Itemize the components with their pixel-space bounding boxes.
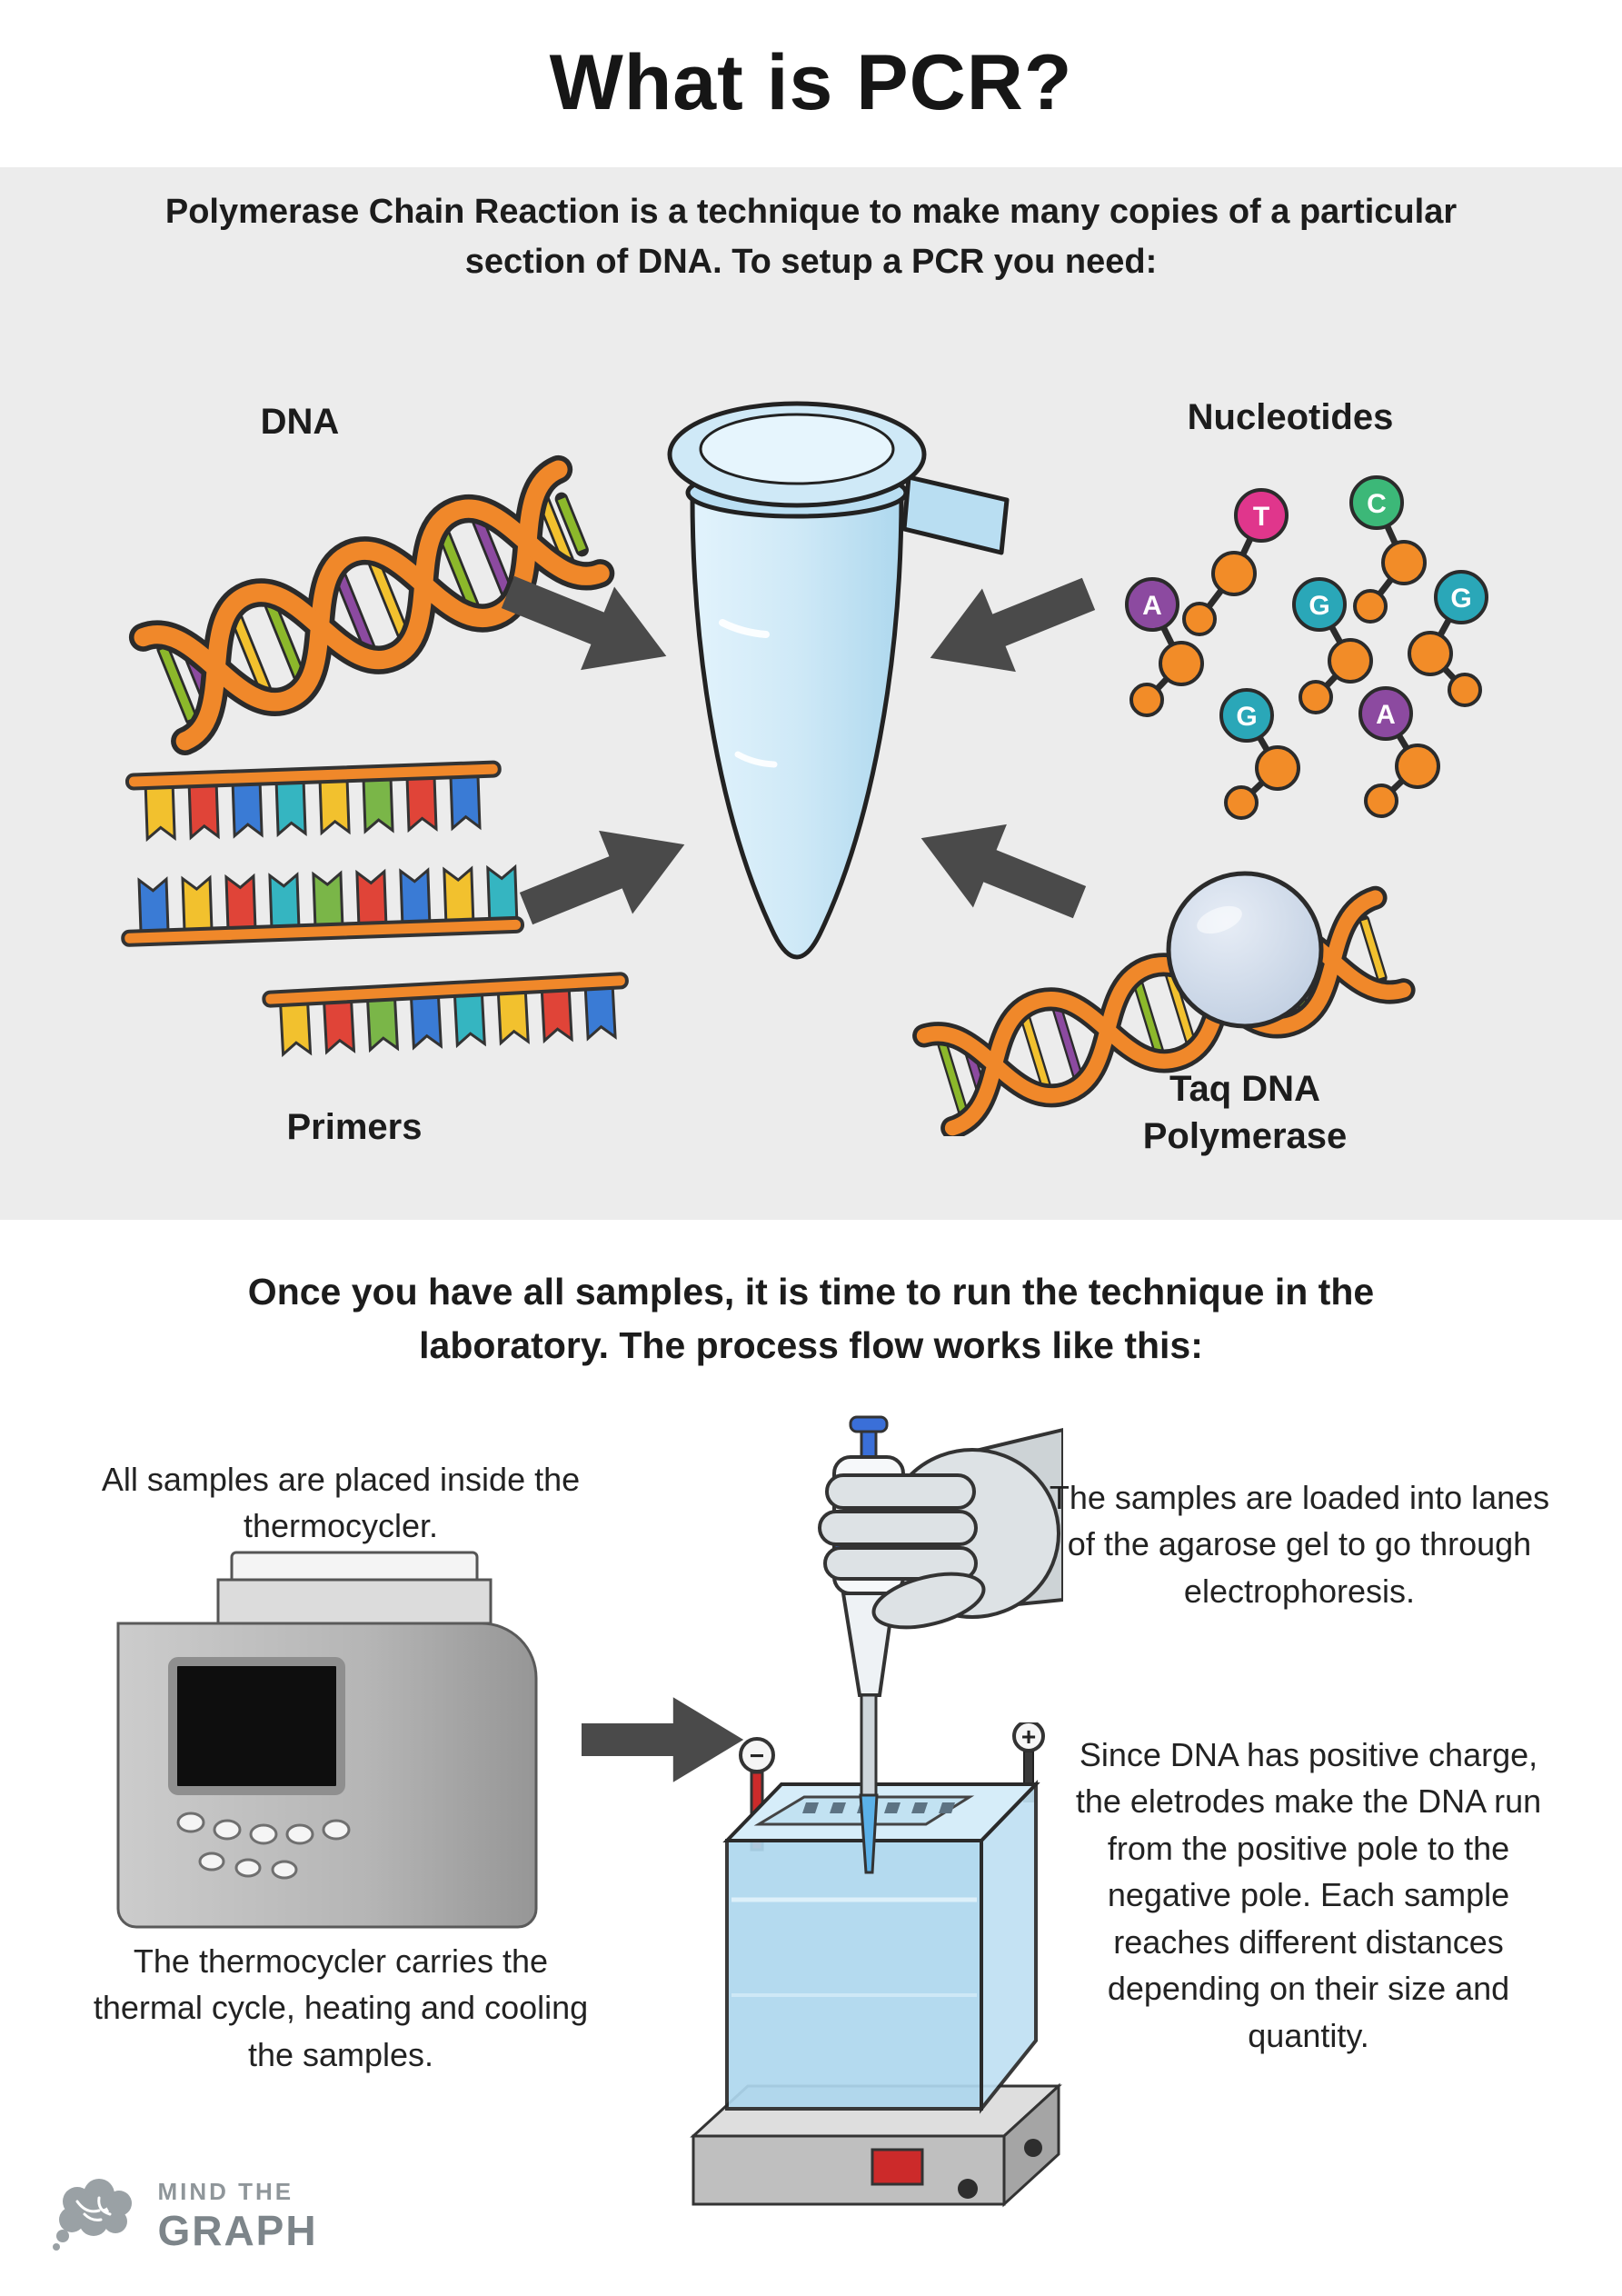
tank-base-front	[692, 2134, 1006, 2206]
process-intro-text: Once you have all samples, it is time to…	[247, 1271, 1375, 1367]
pipette-shaft	[860, 1693, 878, 1797]
nucleotide-letter: A	[1376, 700, 1396, 730]
nucleotide-molecule: A	[1358, 686, 1440, 818]
pipette-plunger	[849, 1415, 889, 1433]
microcentrifuge-tube-illustration	[667, 401, 1010, 960]
negative-sign: −	[750, 1742, 764, 1770]
taq-label-line2: Polymerase	[1142, 1116, 1348, 1156]
primer-strand	[124, 760, 502, 843]
flow-arrow-icon	[582, 1697, 744, 1782]
nucleotide-molecule: T	[1182, 488, 1289, 636]
brand-text-top: MIND THE	[157, 2177, 294, 2205]
nucleotide-letter: T	[1253, 502, 1269, 532]
gel-tank-illustration: − +	[690, 1722, 1062, 2208]
nucleotide-letter: G	[1309, 591, 1329, 621]
nucleotides-illustration: A T C G G G	[1125, 475, 1488, 820]
glove-thumb	[871, 1572, 986, 1630]
primers-label: Primers	[286, 1107, 423, 1147]
dna-helix-illustration	[128, 454, 615, 756]
nucleotide-letter: C	[1367, 489, 1387, 519]
negative-electrode-sign	[739, 1737, 775, 1773]
brand-logo: MIND THE GRAPH	[50, 2174, 318, 2258]
arrow-dna-to-tube-icon	[501, 575, 667, 671]
primers-illustration	[121, 760, 629, 1058]
step-gel-load-text: The samples are loaded into lanes of the…	[1049, 1479, 1550, 1610]
nucleotide-molecule: G	[1408, 570, 1488, 707]
step-thermocycler-load-text: All samples are placed inside the thermo…	[101, 1461, 581, 1545]
primer-strand	[262, 972, 629, 1058]
pipette-hand-illustration	[818, 1415, 1063, 1874]
nucleotide-letter: G	[1450, 584, 1471, 614]
thermocycler-lid-base	[216, 1578, 493, 1625]
thermocycler-illustration	[116, 1551, 538, 1929]
step-electrophoresis-text: Since DNA has positive charge, the eletr…	[1075, 1736, 1542, 2054]
arrow-primers-to-tube-icon	[519, 830, 685, 925]
power-button	[871, 2148, 924, 2186]
dna-label: DNA	[260, 402, 340, 442]
nucleotide-molecule: G	[1292, 577, 1373, 714]
step-thermocycler-cycle-text: The thermocycler carries the thermal cyc…	[93, 1942, 589, 2073]
taq-label-line1: Taq DNA	[1169, 1069, 1320, 1109]
page-title: What is PCR?	[549, 39, 1073, 126]
glove-fingers	[818, 1473, 986, 1630]
nucleotide-molecule: G	[1219, 688, 1300, 820]
arrow-nucleotides-to-tube-icon	[930, 577, 1096, 673]
taq-label: Taq DNA Polymerase	[1063, 1065, 1427, 1160]
nucleotide-letter: G	[1236, 702, 1257, 732]
brain-icon	[53, 2179, 132, 2251]
thermocycler-screen	[168, 1657, 345, 1795]
nucleotide-letter: A	[1142, 591, 1162, 621]
positive-electrode-sign	[1012, 1722, 1045, 1752]
positive-sign: +	[1021, 1722, 1036, 1751]
nucleotide-molecule: C	[1349, 475, 1427, 624]
primer-strand	[121, 863, 525, 947]
intro-text: Polymerase Chain Reaction is a technique…	[164, 193, 1458, 282]
taq-polymerase-illustration	[912, 871, 1416, 1136]
nucleotide-molecule: A	[1125, 577, 1204, 717]
tank-front-face	[725, 1839, 983, 2111]
arrow-taq-to-tube-icon	[920, 824, 1087, 919]
thermocycler-buttons	[176, 1812, 351, 1880]
brand-text-bottom: GRAPH	[157, 2206, 318, 2254]
polymerase-enzyme-sphere	[1166, 871, 1324, 1029]
nucleotides-label: Nucleotides	[1187, 397, 1394, 437]
tube-body	[690, 493, 904, 960]
dna-rungs	[156, 492, 589, 726]
tube-hinge-tab	[901, 474, 1010, 555]
pipette-tip	[859, 1793, 879, 1874]
